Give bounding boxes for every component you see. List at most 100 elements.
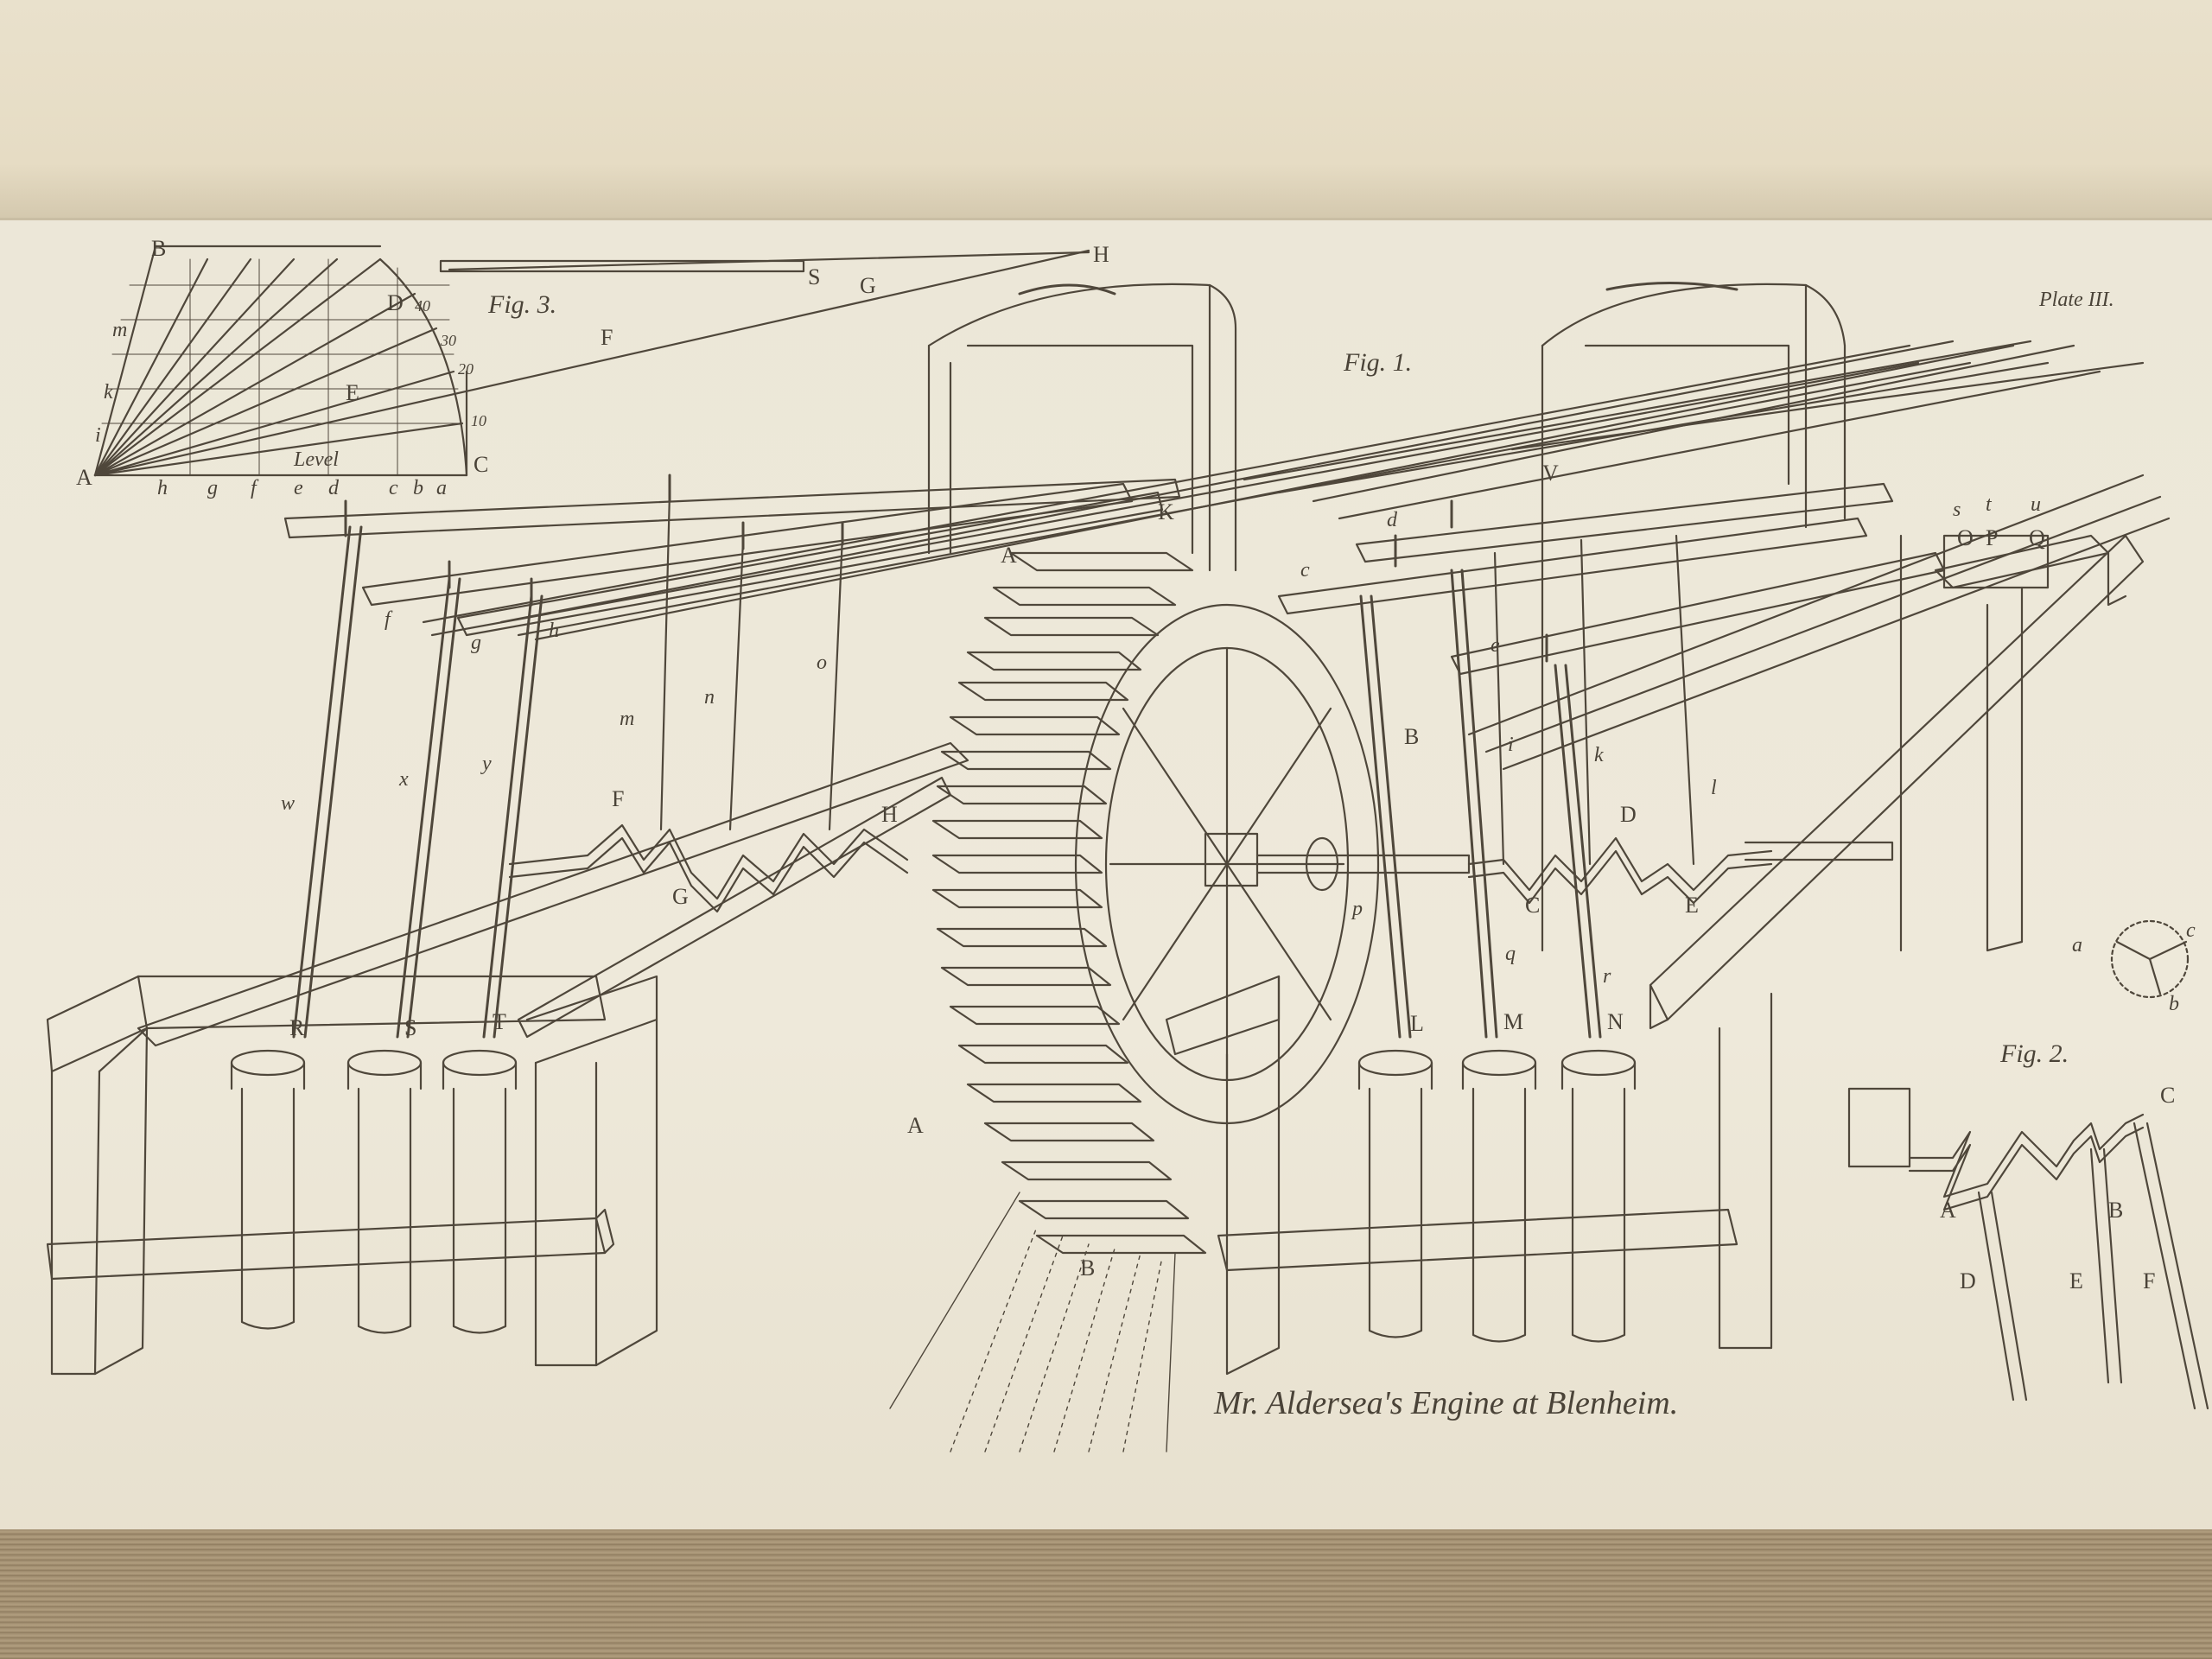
- fig3-letter-i: i: [95, 424, 101, 447]
- fig3-arc-40: 40: [415, 297, 430, 315]
- fig3-letter-k: k: [104, 381, 113, 404]
- fig3-letter-d: D: [387, 290, 404, 315]
- left-trestle: [46, 975, 658, 1376]
- fig3-letter-c: C: [474, 452, 489, 477]
- label-pump-l: L: [1410, 1011, 1424, 1036]
- label-l: l: [1711, 777, 1717, 799]
- fig3-letter-d-small: d: [328, 477, 339, 499]
- label-b-right: B: [1404, 724, 1420, 749]
- label-x: x: [399, 768, 409, 791]
- right-beams: [1277, 482, 1946, 1039]
- label-o-upper: O: [1957, 525, 1974, 550]
- label-d-small: d: [1387, 509, 1397, 531]
- right-crankshaft: [1467, 836, 1894, 905]
- fig3-arc-30: 30: [441, 332, 456, 349]
- label-g-crank: G: [672, 884, 689, 909]
- right-pumps: [1357, 1049, 1637, 1343]
- page-edges: [0, 1529, 2212, 1659]
- fig3-title: Fig. 3.: [488, 290, 557, 319]
- label-d-crank: D: [1620, 802, 1637, 827]
- fig2-label-a: A: [1940, 1198, 1956, 1223]
- fig3-letter-a-small: a: [436, 477, 447, 499]
- wheel-paddles: [931, 551, 1207, 1255]
- fig3-letter-h: h: [157, 477, 168, 499]
- label-pump-s: S: [404, 1015, 417, 1040]
- diagram-label-a: a: [2072, 934, 2082, 957]
- label-f-small: f: [385, 608, 391, 631]
- fig3-letter-e: E: [346, 380, 359, 405]
- right-frame: [1541, 282, 1847, 952]
- upper-text-page: f thentend-turnsh, upalter-r ironninen t…: [0, 0, 2212, 233]
- label-c-crank: C: [1525, 893, 1541, 918]
- diagram-label-b: b: [2169, 993, 2179, 1015]
- water-channel: [889, 1192, 1176, 1452]
- fig3-level-label: Level: [294, 448, 339, 471]
- label-i: i: [1508, 734, 1514, 756]
- fig2-label-f: F: [2143, 1268, 2156, 1294]
- label-f-crank: F: [612, 786, 625, 811]
- fig1-title: Fig. 1.: [1344, 348, 1413, 377]
- fig3-letter-e-small: e: [294, 477, 303, 499]
- label-n: n: [704, 686, 715, 709]
- label-k-small: k: [1594, 744, 1604, 766]
- label-g-small: g: [471, 632, 481, 654]
- fig2-crank: [1847, 1087, 2209, 1410]
- label-p-upper: P: [1986, 525, 1999, 550]
- fig3-arc-20: 20: [458, 360, 474, 378]
- engraved-plate: [0, 218, 2212, 1568]
- left-frame: [927, 283, 1237, 572]
- label-y: y: [482, 753, 492, 775]
- left-beams: [283, 474, 1181, 1039]
- label-s-top: S: [808, 264, 821, 289]
- label-q-small: q: [1505, 943, 1516, 965]
- water-wheel: [1074, 603, 1471, 1125]
- fig3-arc-10: 10: [471, 412, 486, 429]
- label-k: K: [1158, 499, 1174, 524]
- fig2-label-b: B: [2108, 1198, 2124, 1223]
- label-f-rod: F: [601, 325, 613, 350]
- label-q-upper: Q: [2029, 525, 2045, 550]
- label-r-small: r: [1603, 965, 1611, 988]
- fig2-label-c: C: [2160, 1083, 2176, 1108]
- plate-number: Plate III.: [2039, 289, 2114, 311]
- right-trestle: [1165, 534, 2145, 1376]
- label-w: w: [281, 792, 296, 815]
- fig3-letter-f: f: [251, 477, 257, 499]
- label-g-top: G: [860, 273, 876, 298]
- fig3-quadrant: [93, 245, 1090, 477]
- fig3-letter-b: B: [151, 236, 167, 261]
- label-h-crank: H: [881, 802, 898, 827]
- fig3-letter-c-small: c: [389, 477, 398, 499]
- fig3-letter-a: A: [76, 465, 92, 490]
- label-a-bottom: A: [907, 1113, 924, 1138]
- label-c-small: c: [1300, 559, 1310, 582]
- label-u-small: u: [2031, 493, 2041, 516]
- label-m: m: [620, 708, 635, 730]
- label-pump-m: M: [1503, 1009, 1524, 1034]
- left-crankshaft: [137, 741, 969, 1047]
- label-b-bottom: B: [1080, 1255, 1096, 1281]
- three-crank-diagram: [2110, 919, 2190, 999]
- fig2-label-e: E: [2069, 1268, 2083, 1294]
- label-v: V: [1542, 461, 1559, 486]
- fig3-letter-g: g: [207, 477, 218, 499]
- label-e-crank: E: [1685, 893, 1699, 918]
- label-t-small: t: [1986, 493, 1992, 516]
- label-e-small: e: [1491, 634, 1500, 657]
- label-pump-t: T: [493, 1009, 506, 1034]
- label-h-small: h: [549, 620, 559, 642]
- label-h-top: H: [1093, 242, 1109, 267]
- label-o-small: o: [817, 652, 827, 674]
- label-a-top: A: [1001, 543, 1017, 568]
- left-pumps: [230, 1049, 518, 1334]
- label-pump-r: R: [289, 1015, 305, 1040]
- diagram-label-c: c: [2186, 919, 2196, 942]
- label-p-small: p: [1352, 898, 1363, 920]
- fig2-label-d: D: [1960, 1268, 1976, 1294]
- fig3-letter-m: m: [112, 319, 128, 341]
- connecting-rods: [422, 340, 2171, 771]
- plate-caption: Mr. Aldersea's Engine at Blenheim.: [1214, 1385, 1679, 1421]
- fig3-letter-b-small: b: [413, 477, 423, 499]
